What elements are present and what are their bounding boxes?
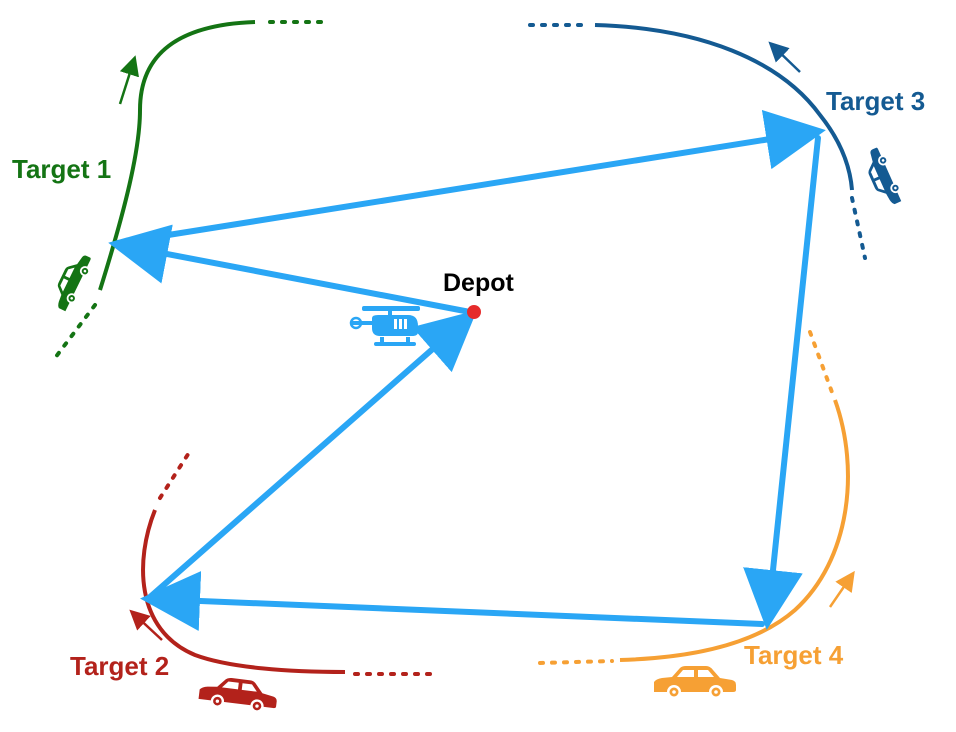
- route-leg-depot-to-target1-arrow: [108, 224, 473, 315]
- target3-car-icon: [860, 145, 906, 209]
- target4-label: Target 4: [744, 640, 844, 670]
- target1-trajectory: [53, 20, 327, 360]
- route-path: [108, 109, 826, 631]
- target2-car-icon: [197, 674, 279, 715]
- target1-label: Target 1: [12, 154, 111, 184]
- target4-car-icon: [654, 666, 736, 699]
- route-leg-target3-to-target4-arrow: [743, 135, 821, 630]
- helicopter-icon: [349, 306, 420, 346]
- route-leg-depot-to-target2-arrow: [147, 310, 478, 600]
- depot-marker: [467, 305, 481, 319]
- route-leg-target2-from-target4-arrow: [140, 570, 765, 631]
- target1-car-icon: [48, 249, 96, 314]
- target3-label: Target 3: [826, 86, 925, 116]
- route-leg-target1-to-target3-arrow: [115, 109, 826, 246]
- target3-trajectory: [528, 23, 867, 260]
- target2-label: Target 2: [70, 651, 169, 681]
- target2-trajectory: [129, 446, 432, 676]
- depot-label: Depot: [443, 269, 515, 297]
- target4-trajectory: [538, 330, 855, 665]
